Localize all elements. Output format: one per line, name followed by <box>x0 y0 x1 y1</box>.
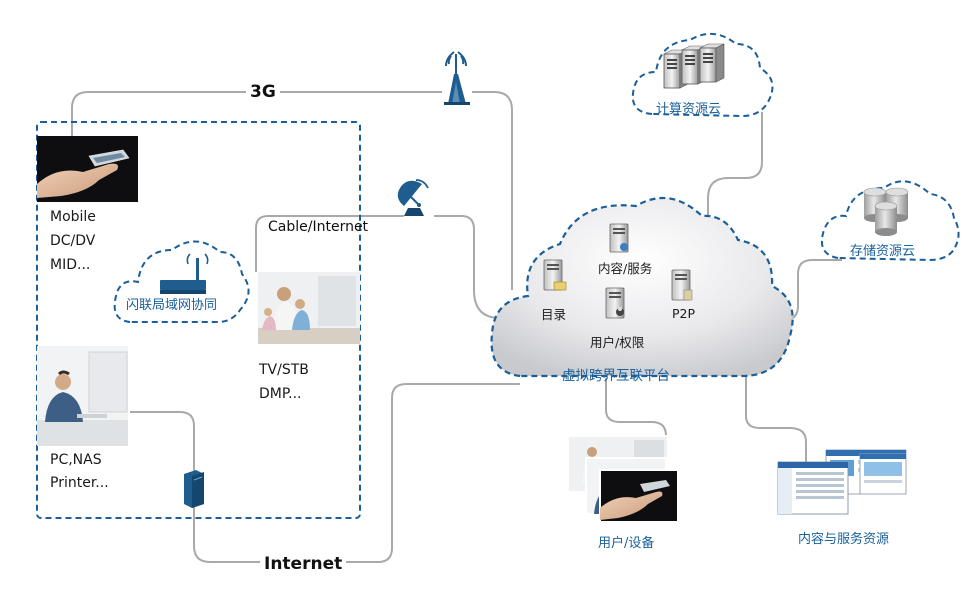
content-services-label: 内容与服务资源 <box>798 532 890 547</box>
tv-family-photo <box>258 272 360 344</box>
tv-label-1: TV/STB <box>259 362 309 378</box>
link-label-internet: Internet <box>260 554 347 574</box>
users-devices-label: 用户/设备 <box>598 536 655 551</box>
node-label-directory: 目录 <box>541 307 567 322</box>
users-devices-photos <box>567 435 679 523</box>
node-label-content-service: 内容/服务 <box>598 261 653 276</box>
network-device-icon <box>184 470 204 508</box>
link-cable <box>255 215 404 272</box>
compute-servers-icon <box>663 43 725 89</box>
platform-cloud-shape <box>490 196 794 378</box>
link-label-3g: 3G <box>246 82 280 102</box>
node-label-p2p: P2P <box>672 306 696 321</box>
content-service-server-icon <box>609 223 629 253</box>
platform-title: 虚拟跨界互联平台 <box>562 368 670 384</box>
storage-disks-icon <box>863 187 909 236</box>
link-label-cable: Cable/Internet <box>268 219 369 235</box>
directory-server-icon <box>543 259 567 291</box>
mobile-label-1: Mobile <box>50 209 96 225</box>
node-label-user-rights: 用户/权限 <box>590 335 645 350</box>
pc-label-1: PC,NAS <box>50 452 102 468</box>
wireless-router-icon <box>160 253 209 294</box>
platform-cloud <box>490 196 794 378</box>
lan-collab-label: 闪联局域网协同 <box>126 298 218 313</box>
pc-label-2: Printer... <box>50 475 109 491</box>
link-3g-to-platform <box>472 91 513 290</box>
pc-user-photo <box>37 346 128 446</box>
cell-tower-icon <box>444 51 470 105</box>
link-content <box>745 372 807 466</box>
p2p-server-icon <box>671 269 693 301</box>
satellite-dish-icon <box>397 179 429 216</box>
content-services-screenshots <box>777 449 907 515</box>
link-cable-to-platform <box>434 215 501 319</box>
link-compute <box>707 112 763 238</box>
link-3g <box>71 91 442 136</box>
compute-cloud-label: 计算资源云 <box>656 102 722 117</box>
mobile-label-3: MID... <box>50 257 91 273</box>
tv-label-2: DMP... <box>259 386 302 402</box>
storage-cloud-label: 存储资源云 <box>850 244 916 259</box>
link-users <box>605 378 667 470</box>
user-rights-server-icon <box>605 287 625 319</box>
mobile-label-2: DC/DV <box>50 233 96 249</box>
mobile-photo <box>37 136 138 202</box>
